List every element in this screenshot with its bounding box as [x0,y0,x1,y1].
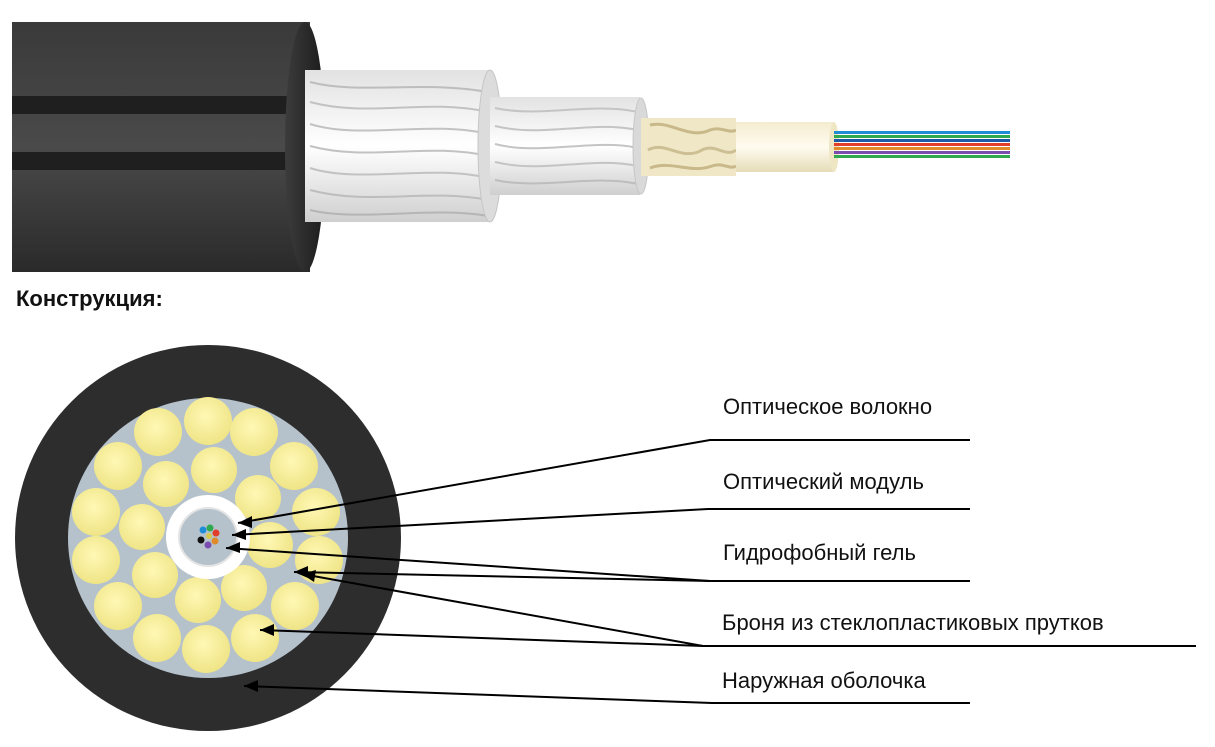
callout-line-module [231,508,970,536]
callout-line-fiber [237,439,970,524]
outer-jacket-side [12,22,325,272]
callout-line-gel-2 [293,571,711,582]
label-optical-module: Оптический модуль [723,469,924,494]
callout-lines [225,439,1196,704]
cable-side-view [12,22,1010,272]
label-optical-fiber: Оптическое волокно [723,394,933,419]
cable-cross-section [15,345,401,731]
optical-fibers-cross-section [197,524,220,549]
optical-fibers-side [834,131,1010,158]
label-hydrophobic-gel: Гидрофобный гель [723,540,916,565]
label-outer-jacket: Наружная оболочка [722,668,926,693]
label-armor-rods: Броня из стеклопластиковых прутков [722,610,1104,635]
optical-module-tube-side [736,122,839,172]
armor-rods-outer-layer [305,69,503,223]
callout-arrowheads [226,516,316,692]
section-title: Конструкция: [16,286,163,311]
armor-rods-inner-layer [490,97,650,195]
gel-wrap-section [641,118,737,176]
callout-line-armor-2 [259,629,704,647]
callout-line-jacket [243,685,970,704]
